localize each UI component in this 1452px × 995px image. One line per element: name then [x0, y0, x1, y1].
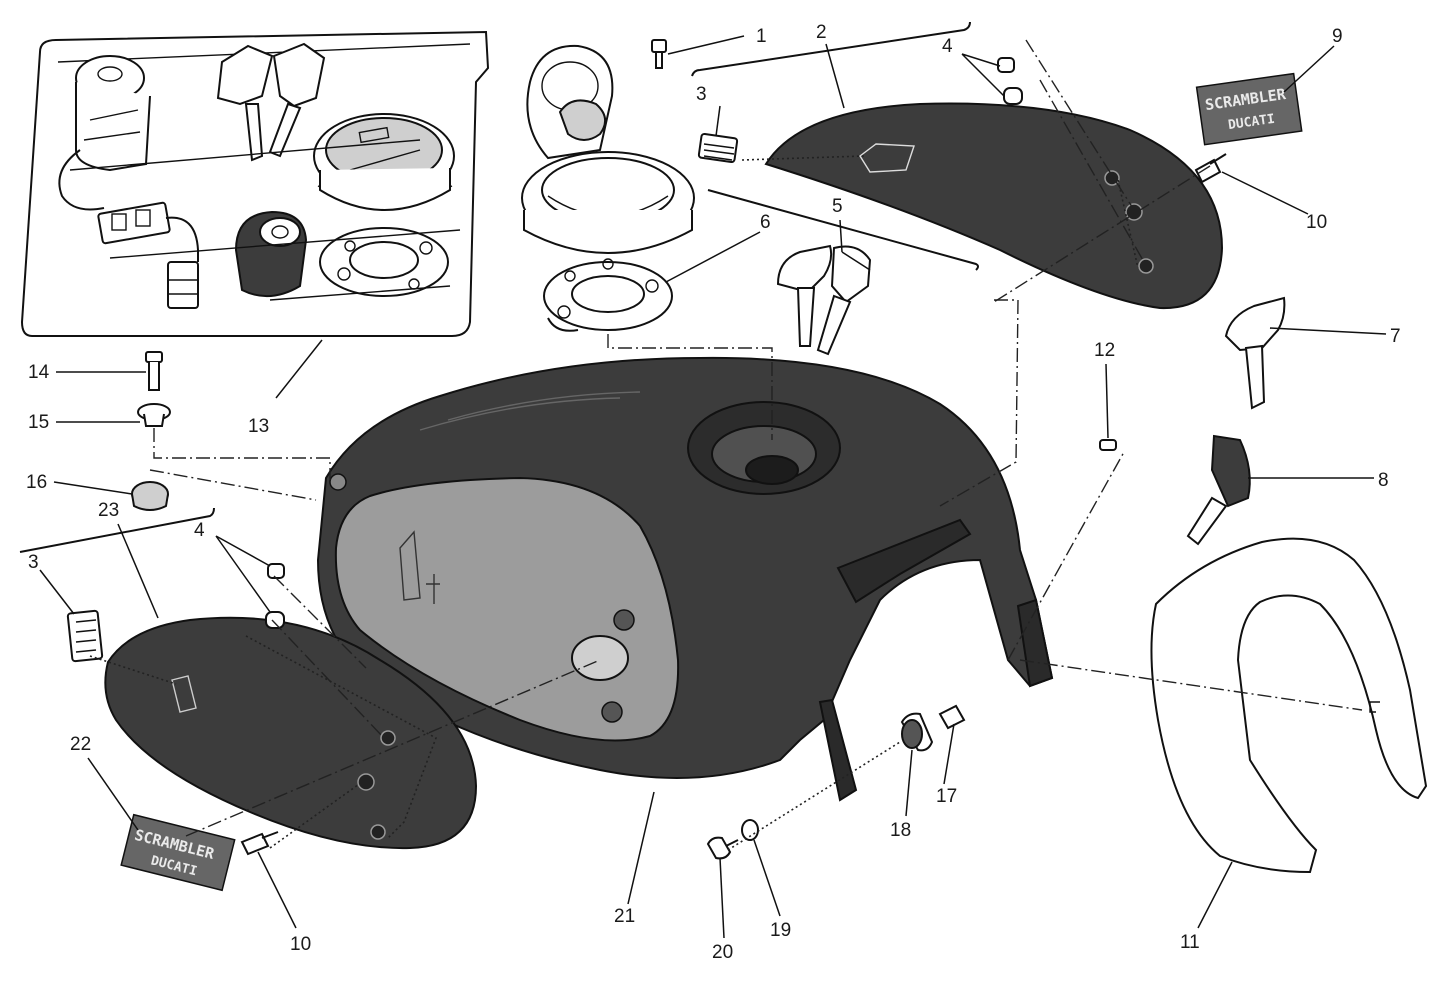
bolt-stack-part: [131, 351, 171, 511]
washer-part: [741, 819, 759, 841]
decal-top-right-part: SCRAMBLER DUCATI: [1195, 72, 1303, 146]
decal-bottom-left-part: SCRAMBLER DUCATI: [120, 813, 236, 892]
callout-11: 11: [1180, 932, 1200, 953]
callout-18: 18: [890, 820, 911, 841]
inset-detail-panel: [20, 30, 490, 337]
emblem-badge-part: [697, 132, 739, 164]
callout-13: 13: [248, 416, 269, 437]
inset-filler-cap-part: [313, 113, 455, 211]
grommet-top-part: [997, 57, 1023, 105]
rear-cover-part: [1150, 537, 1428, 874]
decal-top-line2: DUCATI: [1227, 112, 1276, 133]
callout-3-bottom: 3: [28, 552, 39, 573]
callout-9: 9: [1332, 26, 1343, 47]
callout-5: 5: [832, 196, 843, 217]
grommet-left-part: [265, 563, 285, 629]
callout-2: 2: [816, 22, 827, 43]
callout-19: 19: [770, 920, 791, 941]
callout-10-bottom: 10: [290, 934, 311, 955]
callout-14: 14: [28, 362, 50, 383]
callout-8: 8: [1378, 470, 1389, 491]
callout-12: 12: [1094, 340, 1115, 361]
callout-labels: 1 2 3 4 5 6 7 8 9 10 11 12 13 14 15 16 1…: [26, 22, 1401, 963]
screw-top-part: [1194, 153, 1227, 184]
callout-20: 20: [712, 942, 733, 963]
callout-22: 22: [70, 734, 91, 755]
side-panel-right-part: [764, 102, 1224, 310]
callout-10-top: 10: [1306, 212, 1327, 233]
callout-21: 21: [614, 906, 635, 927]
filler-cap-assembly: [521, 39, 695, 254]
key-black-part: [1186, 434, 1251, 546]
filler-screw-part: [651, 39, 667, 69]
cap-gasket-part: [543, 258, 673, 332]
bolt-20-part: [706, 836, 739, 860]
callout-leaders: [19, 21, 1387, 939]
callout-23: 23: [98, 500, 119, 521]
clip-part: [1099, 439, 1117, 451]
key-blank-part: [1224, 296, 1286, 410]
bolt-17-part: [938, 704, 966, 730]
callout-6: 6: [760, 212, 771, 233]
callout-1: 1: [756, 26, 767, 47]
ignition-switch-part: [58, 55, 199, 309]
callout-4-top: 4: [942, 36, 953, 57]
key-pair-part: [776, 244, 872, 356]
callout-4-bottom: 4: [194, 520, 205, 541]
callout-17: 17: [936, 786, 957, 807]
fuel-tank-part: [316, 356, 1054, 802]
callout-7: 7: [1390, 326, 1401, 347]
spacer-part: [900, 712, 934, 752]
callout-15: 15: [28, 412, 49, 433]
side-panel-left-part: [104, 616, 478, 850]
assembly-lines: [89, 39, 1363, 851]
callout-3-top: 3: [696, 84, 707, 105]
callout-16: 16: [26, 472, 47, 493]
screw-bottom-part: [240, 831, 279, 856]
inset-lock-cylinder-part: [234, 210, 308, 297]
emblem-badge-left-part: [66, 609, 104, 663]
inset-keys-part: [216, 42, 326, 162]
inset-gasket-part: [319, 227, 449, 297]
